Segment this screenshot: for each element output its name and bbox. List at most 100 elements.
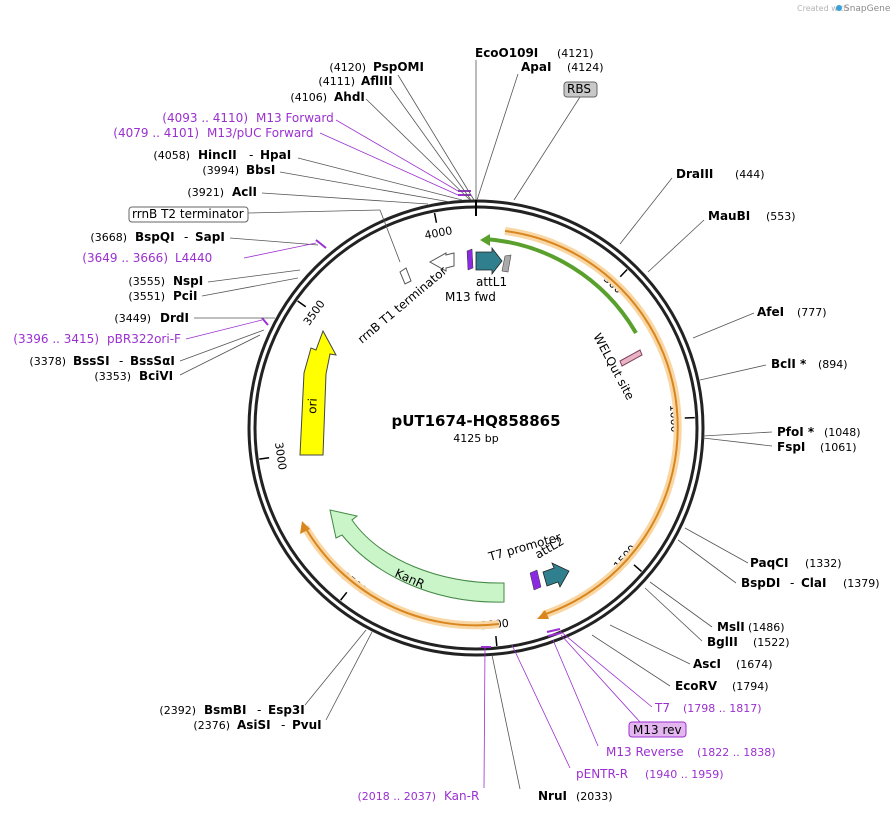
site-label-bglii: BglII [707, 635, 738, 649]
site-label-bcli: BclI * [771, 357, 807, 371]
welqut-site-marker [619, 349, 643, 367]
site-label-bspdi: BspDI [741, 576, 780, 590]
site-pos-fspi: (1061) [820, 441, 857, 454]
m13-fwd-marker [466, 248, 474, 271]
rbs-marker [501, 254, 512, 273]
site-label-pspomi: PspOMI [373, 60, 424, 74]
site-label-acli: AclI [232, 185, 257, 199]
orf-arc-right [504, 230, 679, 616]
primer-stub-m13rev [547, 632, 562, 637]
site-pos-bspdi: (1379) [843, 577, 880, 590]
site-label-hincii: HincII [198, 148, 237, 162]
primer-stub-t7 [546, 628, 561, 633]
site-label-afliii: AflIII [361, 74, 393, 88]
primer-stub-pbr322 [261, 317, 269, 326]
site-pos-bsmbi: (2392) [159, 704, 196, 717]
feature-label-attl1: attL1 [476, 275, 507, 289]
site-label-ecorv: EcoRV [675, 679, 718, 693]
plasmid-length: 4125 bp [453, 432, 498, 445]
site-label-draiii: DraIII [676, 167, 713, 181]
primer-range-m13-reverse: (1822 .. 1838) [697, 746, 776, 759]
feature-label-ori: ori [305, 398, 320, 414]
primer-label-kan-r: Kan-R [444, 789, 479, 803]
kanr-feature [329, 509, 505, 603]
primer-label-m13-rev: M13 rev [633, 723, 682, 737]
site-label-asci: AscI [693, 657, 721, 671]
site-label-afei: AfeI [757, 305, 784, 319]
primer-range-m13-forward: (4093 .. 4110) [162, 111, 248, 125]
plasmid-name: pUT1674-HQ858865 [391, 412, 560, 430]
tick-label-4000: 4000 [423, 224, 453, 242]
site-label-apai: ApaI [521, 60, 551, 74]
site-pos-draiii: (444) [735, 168, 765, 181]
credit-text: Created with [797, 4, 848, 13]
site-pos-hincii: (4058) [153, 149, 190, 162]
site-pos-bbsi: (3994) [202, 164, 239, 177]
tick-label-3000: 3000 [272, 441, 289, 471]
site-pos-bspqi: (3668) [90, 231, 127, 244]
site-label-drdi: DrdI [160, 311, 189, 325]
tick-label-3500: 3500 [301, 298, 328, 328]
tick-mark-3500 [297, 300, 307, 308]
site-label-bspqi: BspQI [135, 230, 175, 244]
site-pos-bglii: (1522) [753, 636, 790, 649]
site-sep-bsmbi: - [257, 703, 261, 717]
site-label-asisi: AsiSI [237, 718, 271, 732]
site-label-bbsi: BbsI [246, 163, 275, 177]
site-label-maubi: MauBI [708, 209, 750, 223]
site-label-hpai: HpaI [260, 148, 291, 162]
site-pos-pspomi: (4120) [329, 61, 366, 74]
primer-range-kan-r: (2018 .. 2037) [357, 790, 436, 803]
site-pos-pfoi: (1048) [824, 426, 861, 439]
orf-arc-left [304, 526, 500, 627]
site-sep-bspqi: - [184, 230, 188, 244]
rrnb-t2-box [128, 206, 249, 223]
primer-label-t7: T7 [654, 701, 670, 715]
site-sep-asisi: - [281, 718, 285, 732]
primer-range-m13puc-forward: (4079 .. 4101) [113, 126, 199, 140]
rrnb-t1-arrow [428, 252, 455, 272]
primer-label-m13puc-forward: M13/pUC Forward [207, 126, 314, 140]
site-pos-acli: (3921) [187, 186, 224, 199]
tick-mark-1500 [633, 564, 643, 572]
orf-arrow-left [300, 521, 310, 534]
site-pos-ecorv: (1794) [732, 680, 769, 693]
site-label-bsmbi: BsmBI [204, 703, 246, 717]
site-pos-bcli: (894) [818, 358, 848, 371]
m13-rev-box [628, 721, 687, 738]
ori-feature [299, 329, 337, 456]
site-sep-hincii: - [249, 148, 253, 162]
site-label-pfoi: PfoI * [777, 425, 815, 439]
site-label-esp3i: Esp3I [268, 703, 305, 717]
site-label-ecoo109i: EcoO109I [475, 46, 538, 60]
primer-label-l4440: L4440 [175, 251, 212, 265]
primer-label-pbr322ori: pBR322ori-F [107, 332, 181, 346]
site-label-nrui: NruI [538, 789, 567, 803]
site-pos-asisi: (2376) [193, 719, 230, 732]
site-label-msli: MslI [717, 620, 745, 634]
site-sep-bspdi: - [790, 576, 794, 590]
site-label-pcii: PciI [173, 289, 198, 303]
rrnb-t2-marker [399, 267, 412, 285]
t7-promoter-marker [529, 569, 542, 591]
rbs-box [563, 81, 598, 98]
site-label-clai: ClaI [801, 576, 826, 590]
primer-label-m13-forward: M13 Forward [256, 111, 334, 125]
site-pos-paqci: (1332) [805, 557, 842, 570]
site-pos-pcii: (3551) [128, 290, 165, 303]
site-label-bsssai: BssSαI [130, 354, 175, 368]
attl1-arrow [475, 246, 503, 276]
site-sep-bsssi: - [119, 354, 123, 368]
rbs-label: RBS [567, 82, 591, 96]
site-pos-msli: (1486) [748, 621, 785, 634]
tick-mark-4000 [433, 212, 438, 223]
site-pos-nrui: (2033) [576, 790, 613, 803]
primer-range-t7: (1798 .. 1817) [683, 702, 762, 715]
primer-label-pentr-r: pENTR-R [576, 767, 628, 781]
site-pos-drdi: (3449) [114, 312, 151, 325]
primer-label-m13-reverse: M13 Reverse [606, 745, 684, 759]
site-pos-bcivi: (3353) [94, 370, 131, 383]
site-pos-maubi: (553) [766, 210, 796, 223]
tick-mark-2500 [340, 591, 348, 601]
